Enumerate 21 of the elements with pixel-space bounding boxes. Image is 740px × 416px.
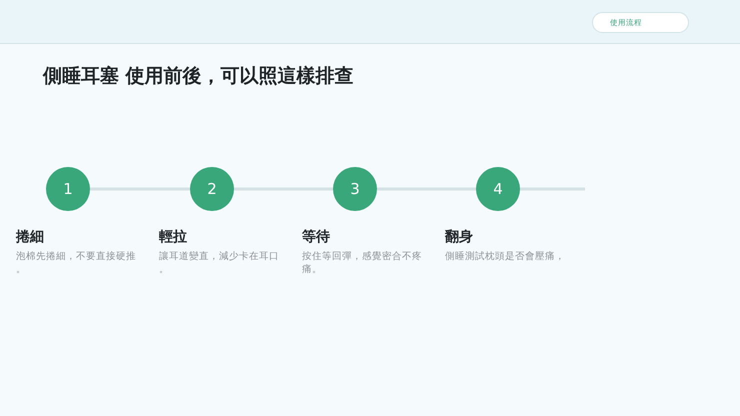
step-title: 捲細 — [16, 228, 44, 246]
step-title: 輕拉 — [159, 228, 187, 246]
step-number: 4 — [492, 180, 504, 198]
connector-line — [90, 188, 190, 190]
step-description: 按住等回彈，感覺密合不疼痛。 — [302, 250, 423, 276]
step-circle — [190, 167, 234, 211]
step-circle — [46, 167, 90, 211]
connector-line — [520, 188, 585, 190]
connector-line — [377, 188, 476, 190]
step-description: 讓耳道變直，減少卡在耳口。 — [159, 250, 280, 276]
step-description: 泡棉先捲細，不要直接硬推。 — [16, 250, 137, 276]
step-description: 側睡測試枕頭是否會壓痛， — [445, 250, 566, 263]
connector-line — [234, 188, 333, 190]
step-circle — [333, 167, 377, 211]
step-number: 3 — [349, 180, 361, 198]
step-number: 1 — [62, 180, 74, 198]
page-title: 側睡耳塞 使用前後，可以照這樣排查 — [43, 64, 354, 89]
step-circle — [476, 167, 520, 211]
step-title: 等待 — [302, 228, 330, 246]
step-number: 2 — [206, 180, 218, 198]
step-title: 翻身 — [445, 228, 473, 246]
